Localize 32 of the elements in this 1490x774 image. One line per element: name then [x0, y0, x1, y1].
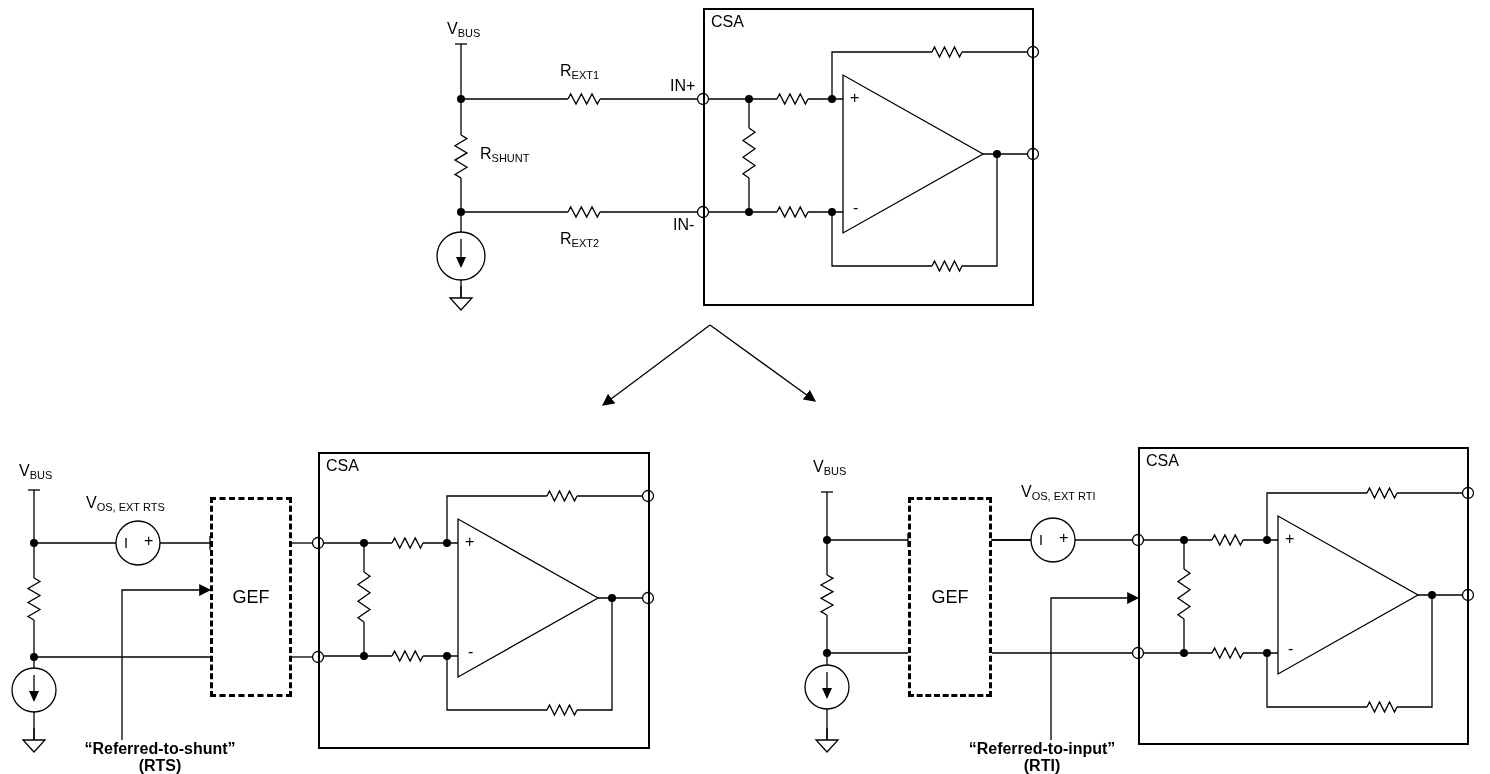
terminal-sign: +	[1285, 530, 1295, 548]
terminal-sign: -	[1288, 640, 1294, 658]
component-label: V$_{OS, EXT RTI}$	[1021, 483, 1096, 504]
amplifier-block	[318, 452, 650, 749]
amplifier-block	[1138, 447, 1469, 745]
supply-label: V$_{BUS}$	[447, 20, 481, 41]
leader-arrow	[1050, 592, 1140, 741]
annotation-text: “Referred-to-shunt” (RTS)	[83, 740, 237, 774]
supply-label: V$_{BUS}$	[813, 458, 847, 479]
terminal-sign: -	[468, 643, 474, 661]
component-label: R$_{EXT1}$	[560, 62, 600, 83]
terminal-sign: +	[465, 533, 475, 551]
terminal-sign: +	[144, 532, 154, 550]
block-label: CSA	[1146, 452, 1179, 470]
terminal-sign: +	[850, 89, 860, 107]
terminal-sign: +	[1059, 529, 1069, 547]
terminal-sign: -	[853, 199, 859, 217]
filter-block	[210, 497, 292, 697]
block-label: CSA	[326, 457, 359, 475]
component-label: R$_{SHUNT}$	[480, 145, 530, 166]
annotation-text: “Referred-to-input” (RTI)	[967, 740, 1117, 774]
component-label: V$_{OS, EXT RTS}$	[86, 494, 165, 515]
filter-block	[908, 497, 992, 697]
pin-label: IN-	[673, 216, 695, 234]
component-label: R$_{EXT2}$	[560, 230, 600, 251]
leader-arrow	[121, 584, 212, 741]
block-label: GEF	[231, 586, 271, 608]
supply-label: V$_{BUS}$	[19, 462, 53, 483]
pin-label: IN+	[670, 77, 696, 95]
amplifier-block	[703, 8, 1034, 306]
block-label: CSA	[711, 13, 744, 31]
block-label: GEF	[930, 586, 970, 608]
